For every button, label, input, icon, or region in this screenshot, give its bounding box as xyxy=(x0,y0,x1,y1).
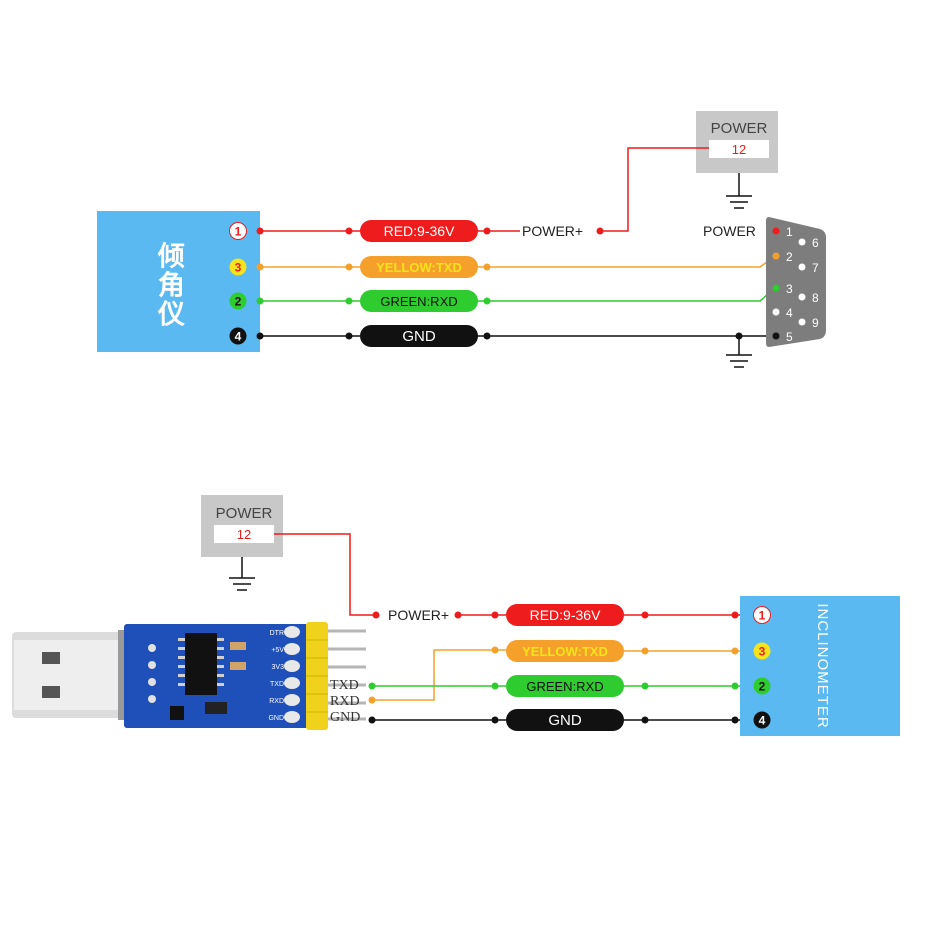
svg-text:YELLOW:TXD: YELLOW:TXD xyxy=(522,644,608,659)
pin-badge-1: 1 xyxy=(753,606,771,624)
wire-label-red: RED:9-36V xyxy=(360,220,478,242)
wire-label-yellow: YELLOW:TXD xyxy=(506,640,624,662)
wire-label-gnd: GND xyxy=(360,325,478,347)
pin-badge-4: 4 xyxy=(753,711,771,729)
power-box-title: POWER xyxy=(711,120,768,137)
usb-pin-gnd: GND xyxy=(330,710,360,725)
svg-text:1: 1 xyxy=(235,225,242,239)
pin-badge-4: 4 xyxy=(229,327,247,345)
pin-badge-3: 3 xyxy=(229,258,247,276)
ground-icon xyxy=(229,577,255,591)
db9-power-label: POWER xyxy=(703,223,756,239)
svg-text:4: 4 xyxy=(235,330,242,344)
silk-5v: +5V xyxy=(271,647,284,654)
svg-text:GREEN:RXD: GREEN:RXD xyxy=(380,294,457,309)
svg-text:GREEN:RXD: GREEN:RXD xyxy=(526,679,603,694)
svg-text:1: 1 xyxy=(786,225,793,239)
svg-text:6: 6 xyxy=(812,236,819,250)
power-box-display xyxy=(214,525,274,543)
svg-text:RED:9-36V: RED:9-36V xyxy=(384,223,455,239)
svg-text:RED:9-36V: RED:9-36V xyxy=(530,607,601,623)
power-box-title: POWER xyxy=(216,505,273,522)
wire-label-red: RED:9-36V xyxy=(506,604,624,626)
svg-text:YELLOW:TXD: YELLOW:TXD xyxy=(376,260,462,275)
wire-label-green: GREEN:RXD xyxy=(360,290,478,312)
svg-text:5: 5 xyxy=(786,330,793,344)
svg-text:4: 4 xyxy=(786,306,793,320)
svg-text:2: 2 xyxy=(235,295,242,309)
svg-text:3: 3 xyxy=(786,282,793,296)
svg-text:9: 9 xyxy=(812,316,819,330)
ground-icon xyxy=(726,195,752,209)
power-box-value: 12 xyxy=(732,142,746,157)
bottom-power-box: POWER 12 xyxy=(201,495,283,591)
wire-label-green: GREEN:RXD xyxy=(506,675,624,697)
power-plus-label: POWER+ xyxy=(522,223,583,239)
svg-text:7: 7 xyxy=(812,261,819,275)
power-box-display xyxy=(709,140,769,158)
wire-label-gnd: GND xyxy=(506,709,624,731)
pin-badge-2: 2 xyxy=(229,292,247,310)
usb-adapter-pcb: DTR +5V 3V3 TXD RXD GND xyxy=(124,622,366,730)
usb-pin-rxd: RXD xyxy=(330,694,360,709)
svg-text:2: 2 xyxy=(759,680,766,694)
silk-rxd: RXD xyxy=(269,698,284,705)
power-plus-label: POWER+ xyxy=(388,607,449,623)
bottom-diagram: POWER 12 xyxy=(12,495,900,736)
svg-text:4: 4 xyxy=(759,714,766,728)
usb-plug xyxy=(12,630,130,720)
silk-gnd: GND xyxy=(268,715,284,722)
wire-label-yellow: YELLOW:TXD xyxy=(360,256,478,278)
silk-3v3: 3V3 xyxy=(272,664,285,671)
top-power-box: POWER 12 xyxy=(696,111,778,209)
usb-pin-txd: TXD xyxy=(330,678,359,693)
sensor-label: 倾角仪 xyxy=(154,241,186,328)
svg-text:3: 3 xyxy=(759,645,766,659)
top-diagram: POWER 12 倾角仪 xyxy=(97,111,826,368)
db9-connector: POWER 1 2 3 4 5 6 7 8 9 xyxy=(703,217,826,347)
pin-badge-2: 2 xyxy=(753,677,771,695)
ground-icon xyxy=(726,354,752,368)
svg-text:GND: GND xyxy=(402,328,436,345)
inclinometer-label: INCLINOMETER xyxy=(814,603,831,728)
svg-text:8: 8 xyxy=(812,291,819,305)
pin-badge-1: 1 xyxy=(229,222,247,240)
power-box-value: 12 xyxy=(237,527,251,542)
svg-text:1: 1 xyxy=(759,609,766,623)
pin-badge-3: 3 xyxy=(753,642,771,660)
svg-text:GND: GND xyxy=(548,712,582,729)
silk-txd: TXD xyxy=(270,681,284,688)
svg-text:2: 2 xyxy=(786,250,793,264)
svg-text:3: 3 xyxy=(235,261,242,275)
silk-dtr: DTR xyxy=(270,630,284,637)
